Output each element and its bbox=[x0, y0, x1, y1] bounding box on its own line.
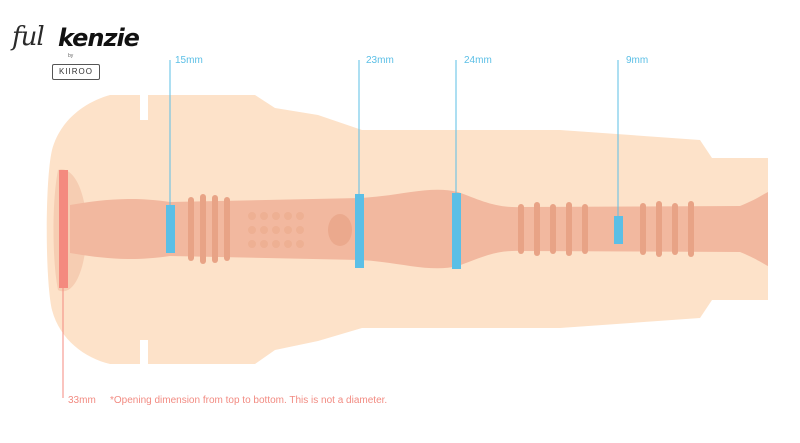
measure-label: 24mm bbox=[464, 55, 492, 66]
opening-bar bbox=[59, 170, 68, 288]
measure-label: 23mm bbox=[366, 55, 394, 66]
measure-bar bbox=[166, 205, 175, 253]
measure-label: 15mm bbox=[175, 55, 203, 66]
measure-label: 9mm bbox=[626, 55, 648, 66]
brand-logo: ful kenzie by KIIROO bbox=[12, 22, 142, 82]
brand-script-text: ful bbox=[12, 22, 45, 52]
measure-bar bbox=[614, 216, 623, 244]
measurement-24mm: 24mm bbox=[452, 55, 492, 269]
brand-by-text: by bbox=[68, 53, 74, 59]
sleeve-canal bbox=[70, 189, 768, 269]
brand-name: kenzie bbox=[58, 24, 140, 52]
opening-note: *Opening dimension from top to bottom. T… bbox=[110, 395, 387, 406]
canal-ring bbox=[328, 214, 352, 246]
canal-ribs-1 bbox=[188, 194, 230, 264]
measurement-9mm: 9mm bbox=[614, 55, 648, 244]
canal-ribs-2 bbox=[518, 201, 694, 257]
brand-badge: KIIROO bbox=[52, 64, 100, 80]
opening-label: 33mm bbox=[68, 395, 96, 406]
measurement-15mm: 15mm bbox=[166, 55, 203, 253]
measure-bar bbox=[355, 194, 364, 268]
measurement-23mm: 23mm bbox=[355, 55, 394, 268]
canal-nubs bbox=[248, 212, 304, 248]
measure-bar bbox=[452, 193, 461, 269]
opening-measurement: 33mm *Opening dimension from top to bott… bbox=[59, 170, 387, 406]
